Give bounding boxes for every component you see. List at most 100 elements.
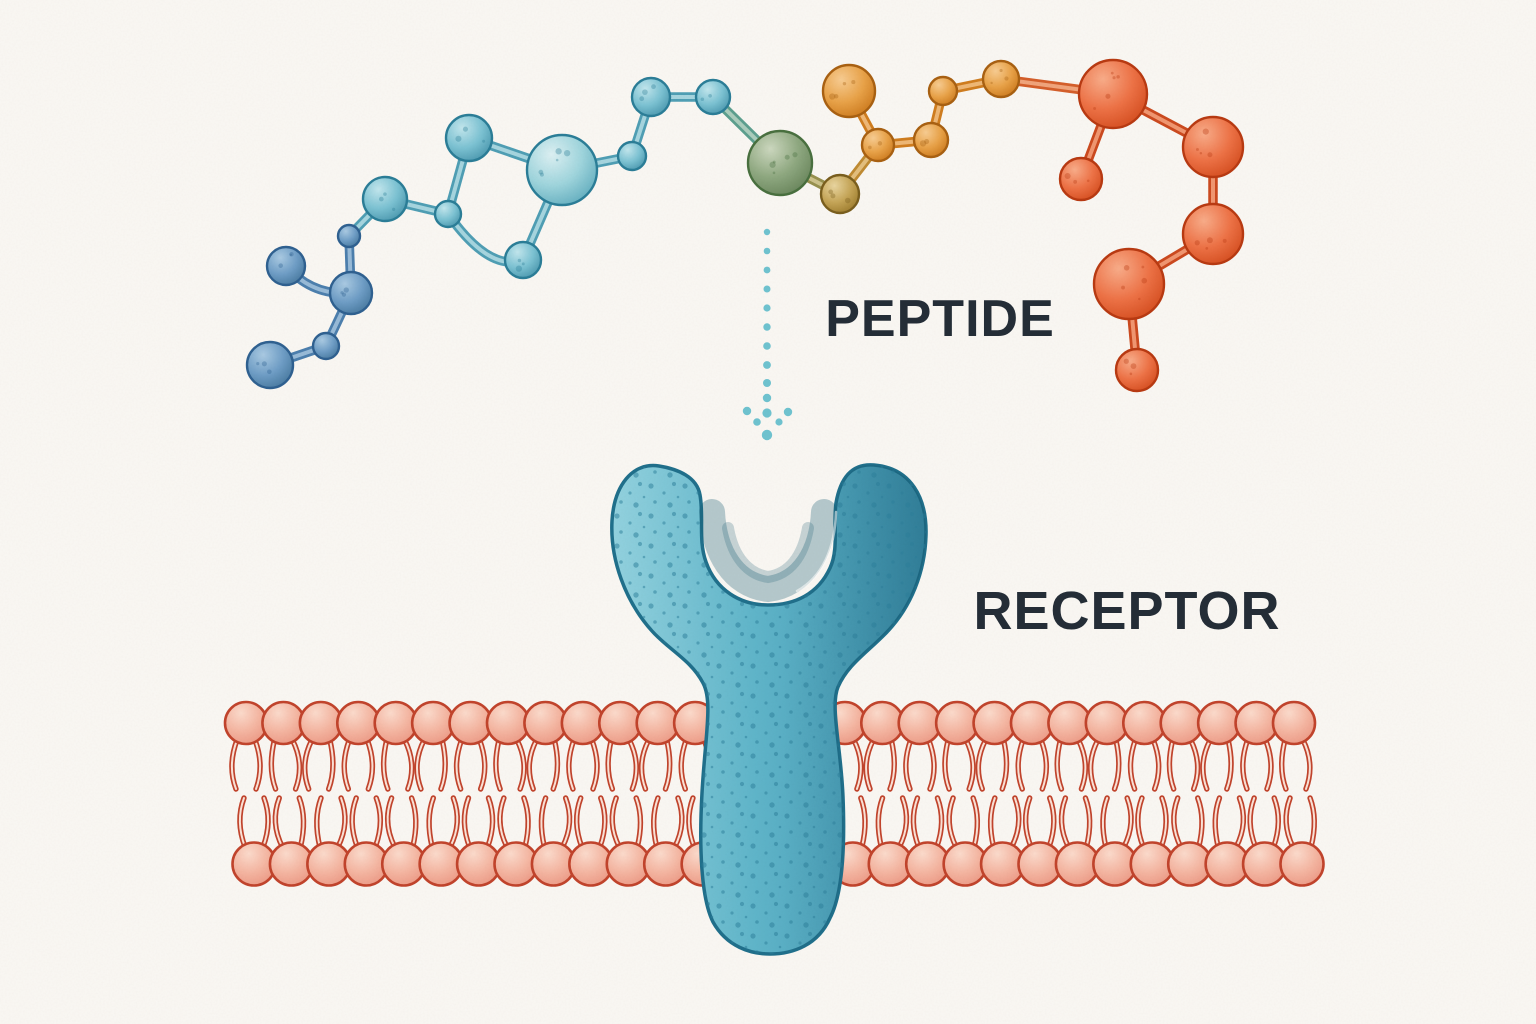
- lipid-head: [635, 700, 681, 746]
- sphere-freckle: [455, 135, 462, 142]
- sphere-freckle: [990, 81, 993, 85]
- sphere-freckle: [700, 97, 705, 102]
- sphere-freckle: [256, 362, 260, 366]
- sphere-freckle: [289, 252, 294, 257]
- sphere-freckle: [784, 154, 790, 160]
- amino-acid-sphere: [503, 240, 543, 280]
- sphere-freckle: [1205, 247, 1209, 250]
- arrow-dot: [762, 408, 772, 418]
- arrow-dot: [763, 266, 771, 274]
- lipid-head: [485, 700, 531, 746]
- sphere-freckle: [1206, 237, 1213, 244]
- amino-acid-sphere: [821, 63, 877, 119]
- sphere-freckle: [462, 126, 468, 132]
- lipid-head: [1271, 700, 1317, 746]
- sphere-freckle: [1222, 238, 1227, 243]
- lipid-head: [298, 700, 344, 746]
- arrow-dot: [763, 379, 771, 387]
- sphere-freckle: [639, 96, 645, 102]
- amino-acid-sphere: [616, 140, 648, 172]
- sphere-freckle: [1112, 76, 1116, 80]
- receptor-label: RECEPTOR: [973, 581, 1280, 641]
- arrow-dot: [753, 418, 761, 426]
- arrow-dot: [763, 285, 771, 293]
- arrow-dot: [763, 342, 771, 350]
- sphere-freckle: [343, 287, 349, 293]
- lipid-head: [1084, 700, 1130, 746]
- arrow-dot: [763, 361, 771, 369]
- lipid-head: [597, 700, 643, 746]
- arrow-dot: [783, 407, 793, 417]
- sphere-freckle: [1073, 179, 1078, 184]
- sphere-freckle: [383, 192, 387, 196]
- sphere-freckle: [261, 361, 267, 367]
- amino-acid-sphere: [1092, 247, 1166, 321]
- amino-acid-sphere: [981, 59, 1021, 99]
- sphere-freckle: [555, 158, 559, 162]
- sphere-freckle: [341, 292, 347, 297]
- amino-acid-sphere: [927, 75, 959, 107]
- sphere-freckle: [1123, 265, 1130, 271]
- sphere-freckle: [999, 68, 1003, 73]
- sphere-freckle: [517, 258, 522, 263]
- arrow-dot: [742, 406, 752, 416]
- lipid-head: [560, 700, 606, 746]
- sphere-freckle: [1207, 152, 1213, 158]
- sphere-freckle: [642, 89, 648, 95]
- arrow-dot: [763, 323, 771, 331]
- sphere-freckle: [830, 193, 836, 199]
- lipid-head: [1159, 700, 1205, 746]
- amino-acid-sphere: [265, 245, 307, 287]
- sphere-freckle: [924, 139, 930, 145]
- sphere-freckle: [1138, 297, 1141, 301]
- amino-acid-sphere: [433, 199, 463, 229]
- sphere-freckle: [1064, 172, 1071, 180]
- sphere-freckle: [1130, 363, 1137, 369]
- amino-acid-sphere: [525, 133, 599, 207]
- sphere-freckle: [834, 94, 839, 99]
- lipid-head: [373, 700, 419, 746]
- arrow-dot: [763, 247, 771, 255]
- amino-acid-sphere: [444, 113, 494, 163]
- amino-acid-sphere: [694, 78, 732, 116]
- amino-acid-sphere: [311, 331, 341, 361]
- arrow-dot: [763, 304, 771, 312]
- lipid-head: [934, 700, 980, 746]
- amino-acid-sphere: [630, 76, 672, 118]
- amino-acid-sphere: [1114, 347, 1160, 393]
- lipid-head: [1196, 700, 1242, 746]
- sphere-freckle: [844, 197, 851, 204]
- sphere-freckle: [1141, 277, 1148, 284]
- lipid-head: [335, 700, 381, 746]
- amino-acid-sphere: [860, 127, 896, 163]
- sphere-freckle: [651, 84, 656, 90]
- sphere-freckle: [1141, 265, 1145, 269]
- sphere-freckle: [1129, 372, 1133, 376]
- lipid-head: [897, 700, 943, 746]
- amino-acid-sphere: [245, 340, 295, 390]
- sphere-freckle: [1086, 179, 1090, 182]
- sphere-freckle: [267, 369, 272, 375]
- lipid-head: [1047, 700, 1092, 746]
- sphere-freckle: [1004, 76, 1009, 81]
- sphere-freckle: [1105, 93, 1111, 99]
- sphere-freckle: [1116, 75, 1120, 79]
- sphere-freckle: [278, 263, 284, 268]
- lipid-head: [972, 700, 1017, 746]
- sphere-freckle: [772, 171, 776, 175]
- sphere-freckle: [392, 207, 396, 212]
- amino-acid-sphere: [819, 173, 861, 215]
- sphere-freckle: [877, 141, 883, 146]
- sphere-freckle: [1121, 285, 1125, 290]
- sphere-freckle: [868, 145, 872, 150]
- sphere-freckle: [772, 160, 776, 164]
- sphere-freckle: [851, 80, 856, 85]
- lipid-head: [859, 700, 905, 746]
- sphere-freckle: [555, 148, 562, 155]
- amino-acid-sphere: [328, 270, 374, 316]
- lipid-head: [1279, 841, 1325, 887]
- sphere-freckle: [792, 152, 798, 158]
- amino-acid-sphere: [1181, 202, 1245, 266]
